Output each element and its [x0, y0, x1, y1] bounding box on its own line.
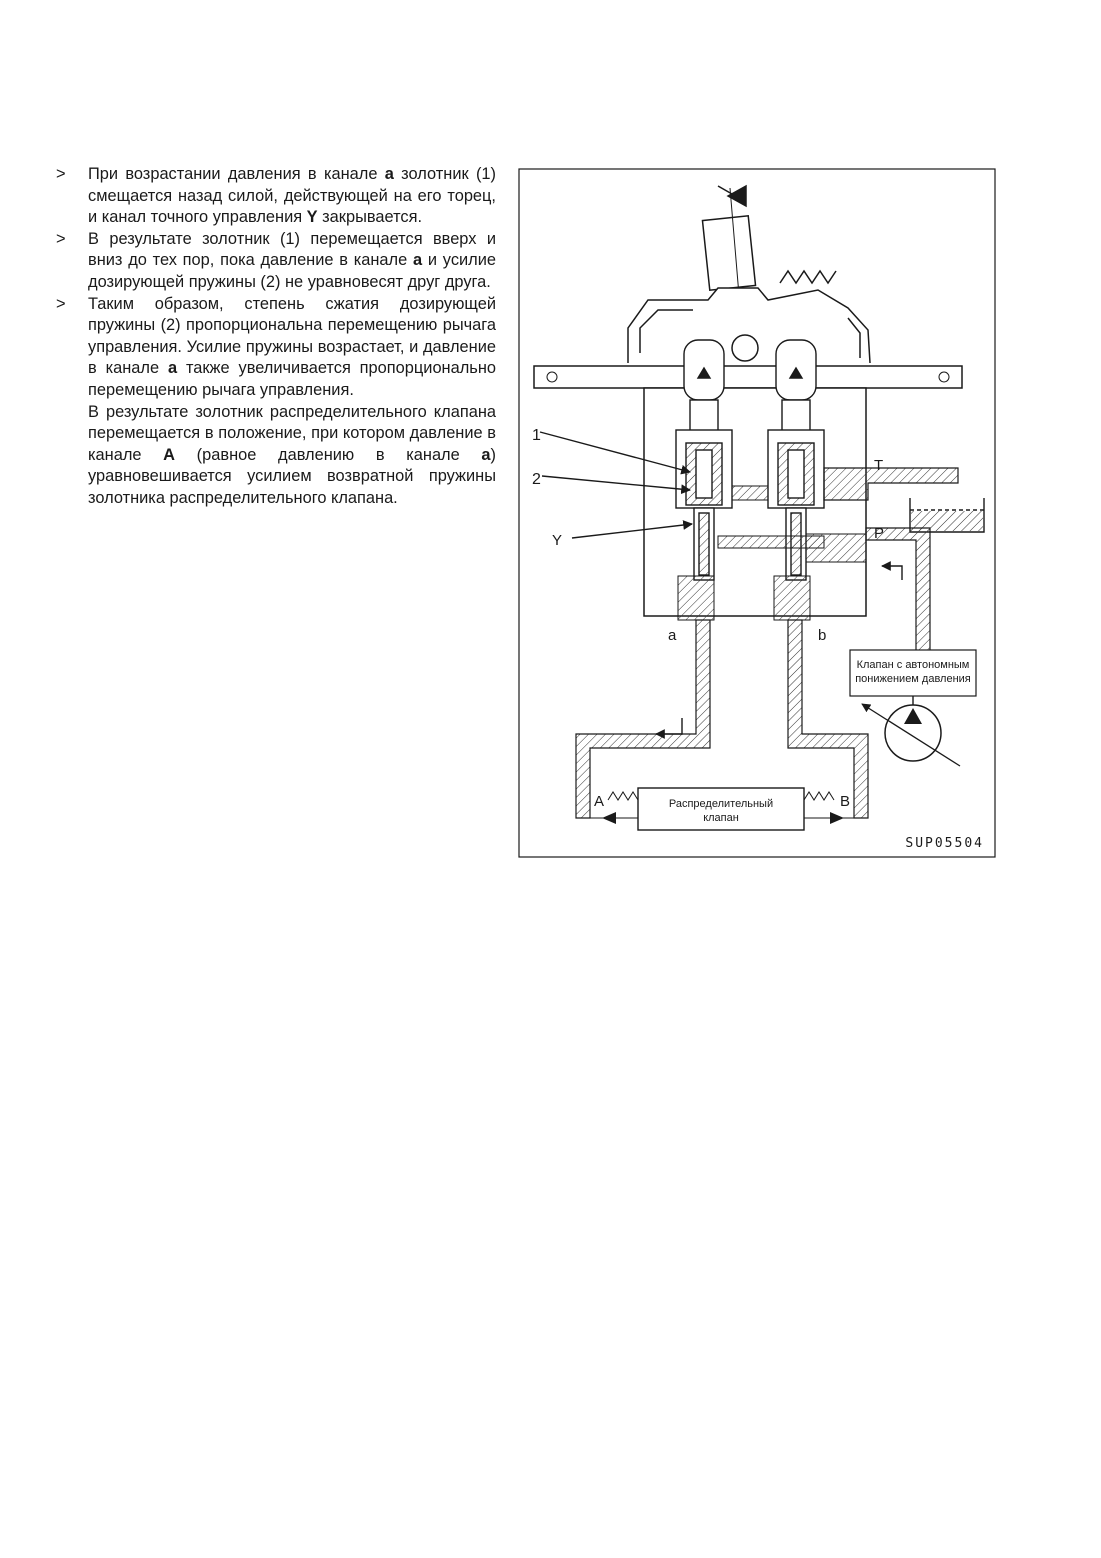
callout-1-line	[539, 431, 691, 475]
bullet-2: > В результате золотник (1) перемещается…	[56, 229, 496, 294]
bullet-marker: >	[56, 165, 66, 183]
bullet-2-text: В результате золотник (1) перемещается в…	[88, 229, 497, 291]
label-port-a: A	[594, 793, 604, 810]
flow-arrow-a-icon	[655, 718, 683, 739]
lever-pivot	[731, 334, 759, 362]
reducing-valve-box	[849, 649, 977, 697]
continuation-paragraph: В результате золотник распределительного…	[88, 402, 496, 507]
bullet-3-text: Таким образом, степень сжатия дозирующей…	[88, 294, 496, 399]
bullet-3: > Таким образом, степень сжатия дозирующ…	[56, 294, 496, 402]
text-column: > При возрастании давления в канале a зо…	[56, 164, 496, 510]
label-p: P	[874, 525, 884, 542]
label-port-b: B	[840, 793, 850, 810]
flow-arrow-p-icon	[881, 561, 903, 580]
label-1: 1	[532, 427, 541, 444]
label-y: Y	[552, 532, 562, 549]
callout-2-line	[541, 475, 691, 495]
tank-channel	[823, 467, 959, 501]
diagram-svg: 1 2 Y T P a b A B Клапан с автономным по…	[518, 168, 996, 858]
bullet-marker: >	[56, 294, 66, 313]
control-valve-label-line2: клапан	[703, 812, 739, 824]
label-t: T	[874, 457, 883, 474]
label-2: 2	[532, 471, 541, 488]
bullet-marker: >	[56, 229, 66, 248]
pump-symbol	[861, 696, 961, 767]
pressure-block	[805, 533, 867, 563]
pusher-right	[775, 339, 817, 441]
tank	[909, 498, 985, 533]
reducing-valve-label-line2: понижением давления	[855, 673, 971, 685]
pressure-line	[865, 527, 931, 659]
outlet-block-b	[773, 575, 811, 621]
spool-assembly-left	[675, 429, 733, 581]
hydraulic-diagram: 1 2 Y T P a b A B Клапан с автономным по…	[518, 168, 996, 858]
lever-arrow-icon	[726, 184, 747, 208]
callout-y-line	[571, 520, 693, 539]
pusher-left	[683, 339, 725, 441]
channel-b	[787, 619, 869, 819]
label-b: b	[818, 627, 826, 644]
mounting-flange	[533, 365, 963, 389]
tank-channel-inner	[731, 485, 769, 501]
figure-code: SUP05504	[905, 836, 984, 851]
control-valve-label-line1: Распределительный	[669, 798, 773, 810]
control-valve	[590, 787, 854, 831]
reducing-valve-label-line1: Клапан с автономным	[857, 659, 970, 671]
bullet-1: > При возрастании давления в канале a зо…	[56, 164, 496, 229]
outlet-block-a	[677, 575, 715, 621]
label-a: a	[668, 627, 677, 644]
bullet-1-text: При возрастании давления в канале a золо…	[88, 165, 496, 227]
